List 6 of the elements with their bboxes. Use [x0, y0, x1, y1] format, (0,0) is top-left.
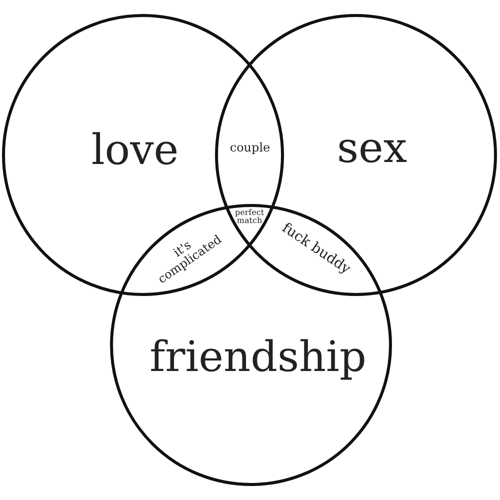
set-label: friendship	[150, 334, 366, 380]
set-label: love	[91, 128, 179, 172]
overlap-label: perfect match	[234, 208, 264, 224]
venn-circle	[110, 204, 392, 486]
set-label: sex	[336, 126, 408, 170]
overlap-label: couple	[230, 142, 270, 154]
